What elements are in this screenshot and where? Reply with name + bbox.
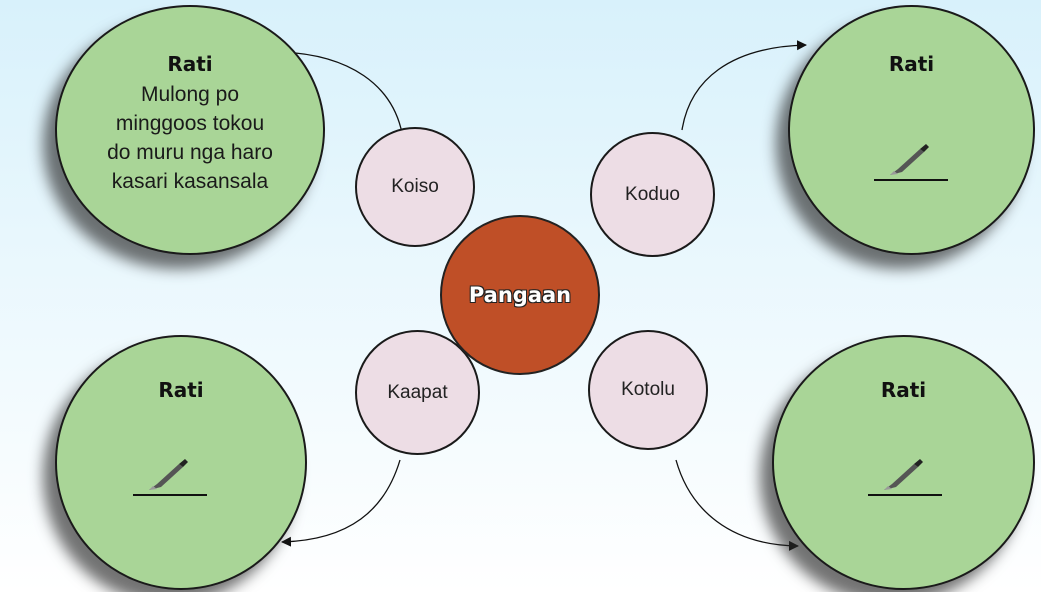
arrow-kaapat-to-rati [281, 459, 401, 547]
step-circle-kotolu: Kotolu [588, 330, 708, 450]
arrow-kotolu-to-rati [675, 459, 799, 551]
center-label: Pangaan [468, 283, 572, 307]
step-label: Koiso [391, 176, 439, 197]
step-circle-koduo: Koduo [590, 132, 715, 257]
step-label: Kotolu [621, 379, 675, 400]
arrow-koduo-to-rati [681, 40, 807, 131]
pen-icon [874, 144, 948, 181]
rati-text: Mulong po minggoos tokou do muru nga har… [107, 83, 273, 193]
center-circle: Pangaan [440, 215, 600, 375]
step-label: Koduo [625, 183, 680, 205]
rati-circle-bottom-right: Rati [772, 335, 1035, 590]
step-circle-kaapat: Kaapat [355, 330, 480, 455]
pen-icon [133, 459, 207, 496]
rati-circle-bottom-left: Rati [55, 335, 307, 590]
rati-title: Rati [888, 52, 935, 76]
arrow-koiso-to-rati [281, 47, 403, 134]
rati-circle-top-right: Rati [788, 5, 1035, 255]
step-circle-koiso: Koiso [355, 127, 475, 247]
step-label: Kaapat [387, 381, 448, 403]
rati-title: Rati [158, 378, 204, 402]
rati-title: Rati [880, 378, 927, 402]
pen-icon [868, 459, 942, 496]
rati-title: Rati [167, 52, 213, 76]
rati-circle-top-left: Rati Mulong po minggoos tokou do muru ng… [55, 5, 325, 255]
